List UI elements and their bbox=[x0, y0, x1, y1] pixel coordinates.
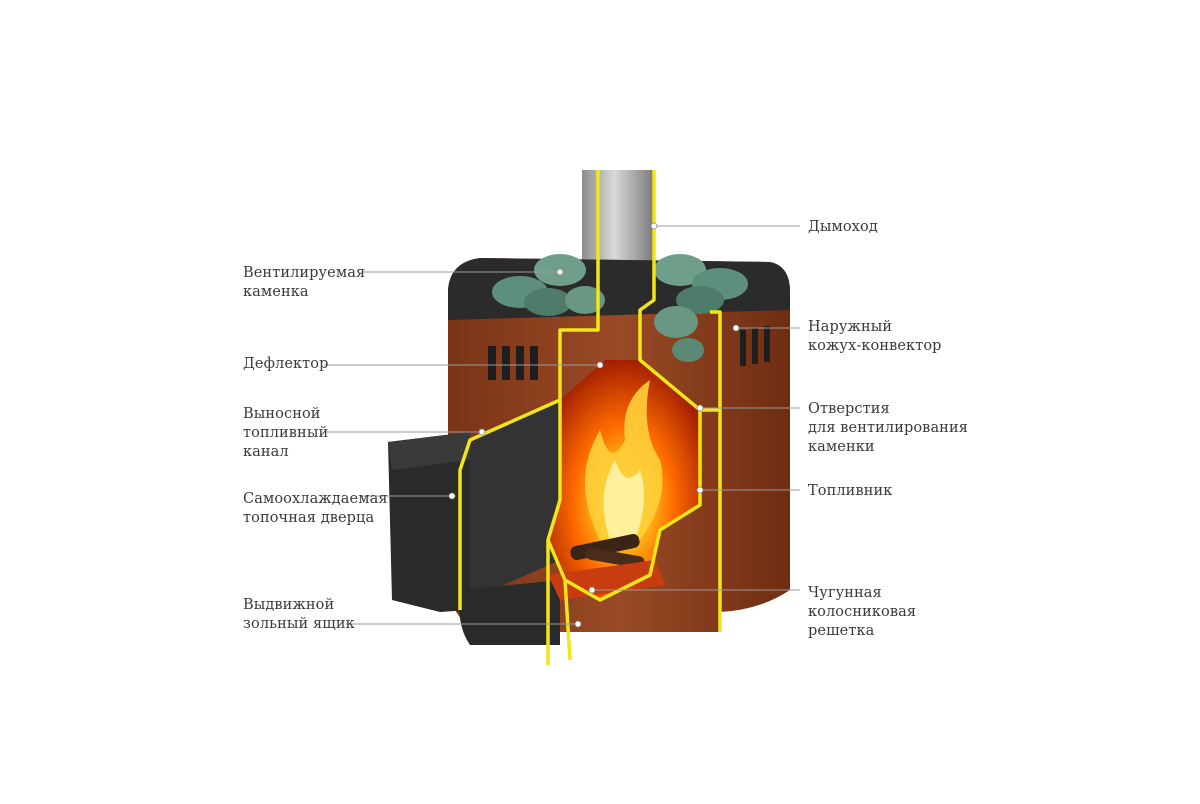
label-vent-holes: Отверстия для вентилирования каменки bbox=[808, 401, 968, 455]
vents-left bbox=[488, 346, 538, 380]
grate bbox=[548, 560, 665, 600]
logs bbox=[570, 533, 645, 569]
fuel-channel-interior bbox=[470, 400, 560, 600]
label-ventilated-heater: Вентилируемая каменка bbox=[243, 265, 366, 300]
section-outline bbox=[458, 170, 722, 665]
label-firebox: Топливник bbox=[808, 483, 893, 499]
label-fuel-channel: Выносной топливный канал bbox=[243, 406, 329, 460]
flames bbox=[585, 380, 663, 540]
label-deflector: Дефлектор bbox=[243, 356, 329, 372]
leader-lines bbox=[324, 225, 800, 625]
ash-box bbox=[459, 580, 560, 645]
label-outer-casing: Наружный кожух-конвектор bbox=[808, 319, 942, 354]
label-ash-drawer: Выдвижной зольный ящик bbox=[243, 597, 355, 632]
heater-stones bbox=[492, 254, 748, 362]
label-cast-iron-grate: Чугунная колосниковая решетка bbox=[808, 585, 917, 639]
label-chimney: Дымоход bbox=[808, 219, 878, 235]
label-firebox-door: Самоохлаждаемая топочная дверца bbox=[243, 491, 388, 526]
fuel-channel-body bbox=[388, 432, 470, 612]
leader-dots bbox=[448, 222, 740, 628]
vents-right bbox=[740, 326, 770, 366]
